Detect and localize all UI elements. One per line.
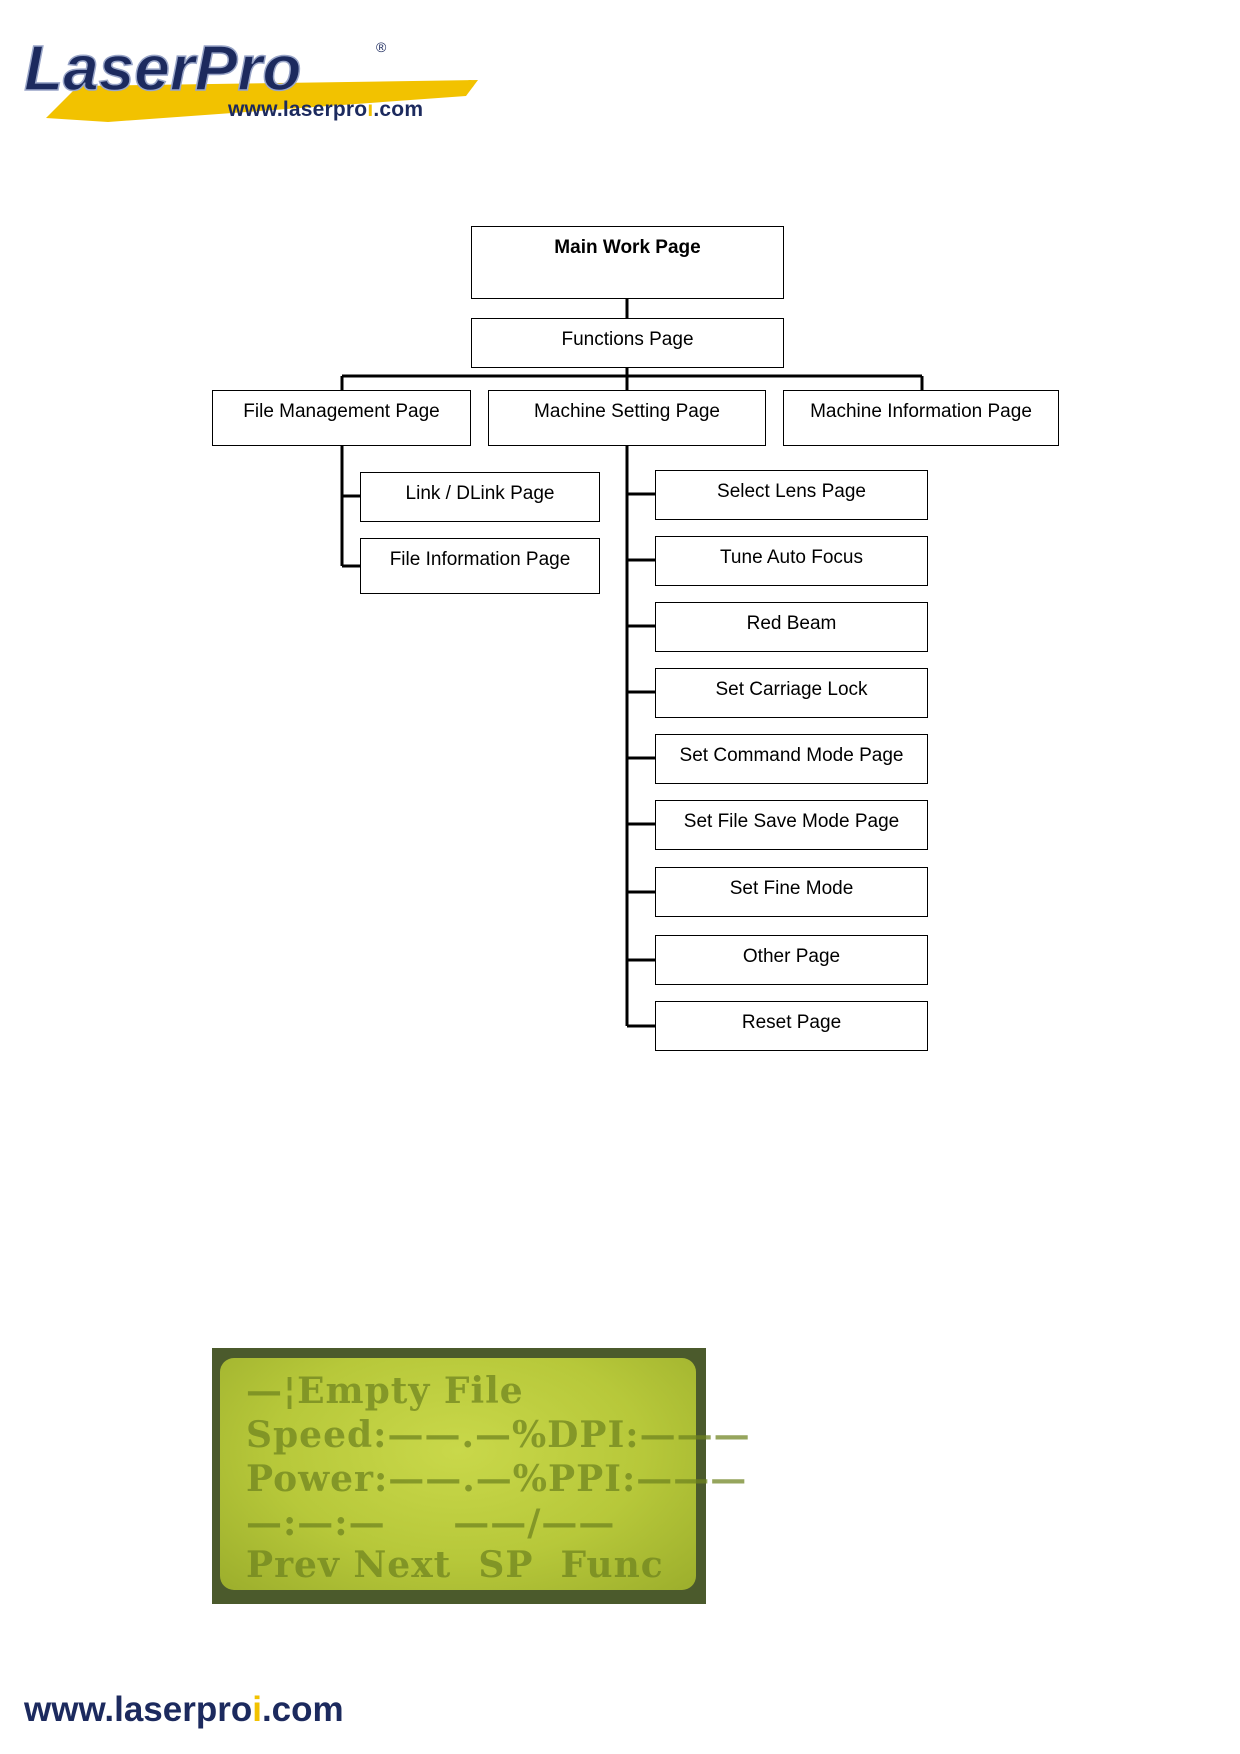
main-work-page-box[interactable]: Main Work Page bbox=[471, 226, 784, 299]
tune-auto-focus-box[interactable]: Tune Auto Focus bbox=[655, 536, 928, 586]
reset-page-box[interactable]: Reset Page bbox=[655, 1001, 928, 1051]
machine-information-page-box[interactable]: Machine Information Page bbox=[783, 390, 1059, 446]
lcd-screen: —¦Empty File Speed:——.—%DPI:——— Power:——… bbox=[220, 1358, 750, 1590]
lcd-line-power: Power:——.—%PPI:——— bbox=[246, 1458, 748, 1500]
link-dlink-page-box[interactable]: Link / DLink Page bbox=[360, 472, 600, 522]
file-management-page-box[interactable]: File Management Page bbox=[212, 390, 471, 446]
lcd-display-photo: —¦Empty File Speed:——.—%DPI:——— Power:——… bbox=[212, 1348, 750, 1604]
select-lens-page-box[interactable]: Select Lens Page bbox=[655, 470, 928, 520]
header-website-url[interactable]: www.laserproi.com bbox=[228, 98, 424, 121]
diagram-connectors bbox=[340, 298, 924, 1028]
lcd-line-softkeys: Prev Next SP Func bbox=[246, 1544, 664, 1586]
footer-website-url[interactable]: www.laserproi.com bbox=[24, 1690, 344, 1729]
other-page-box[interactable]: Other Page bbox=[655, 935, 928, 985]
set-command-mode-page-box[interactable]: Set Command Mode Page bbox=[655, 734, 928, 784]
lcd-line-speed: Speed:——.—%DPI:——— bbox=[246, 1414, 751, 1456]
functions-page-box[interactable]: Functions Page bbox=[471, 318, 784, 368]
logo-brand-text: LaserPro bbox=[24, 32, 301, 104]
lcd-line-file: —¦Empty File bbox=[246, 1370, 524, 1412]
set-fine-mode-box[interactable]: Set Fine Mode bbox=[655, 867, 928, 917]
logo-swoosh-graphic: LaserPro ® bbox=[23, 31, 478, 122]
file-information-page-box[interactable]: File Information Page bbox=[360, 538, 600, 594]
machine-setting-page-box[interactable]: Machine Setting Page bbox=[488, 390, 766, 446]
set-file-save-mode-page-box[interactable]: Set File Save Mode Page bbox=[655, 800, 928, 850]
red-beam-box[interactable]: Red Beam bbox=[655, 602, 928, 652]
registered-mark: ® bbox=[376, 39, 387, 55]
laserpro-logo: LaserPro ® www.laserproi.com bbox=[18, 18, 478, 128]
set-carriage-lock-box[interactable]: Set Carriage Lock bbox=[655, 668, 928, 718]
lcd-line-time: —:—:— ——/—— bbox=[246, 1502, 616, 1544]
